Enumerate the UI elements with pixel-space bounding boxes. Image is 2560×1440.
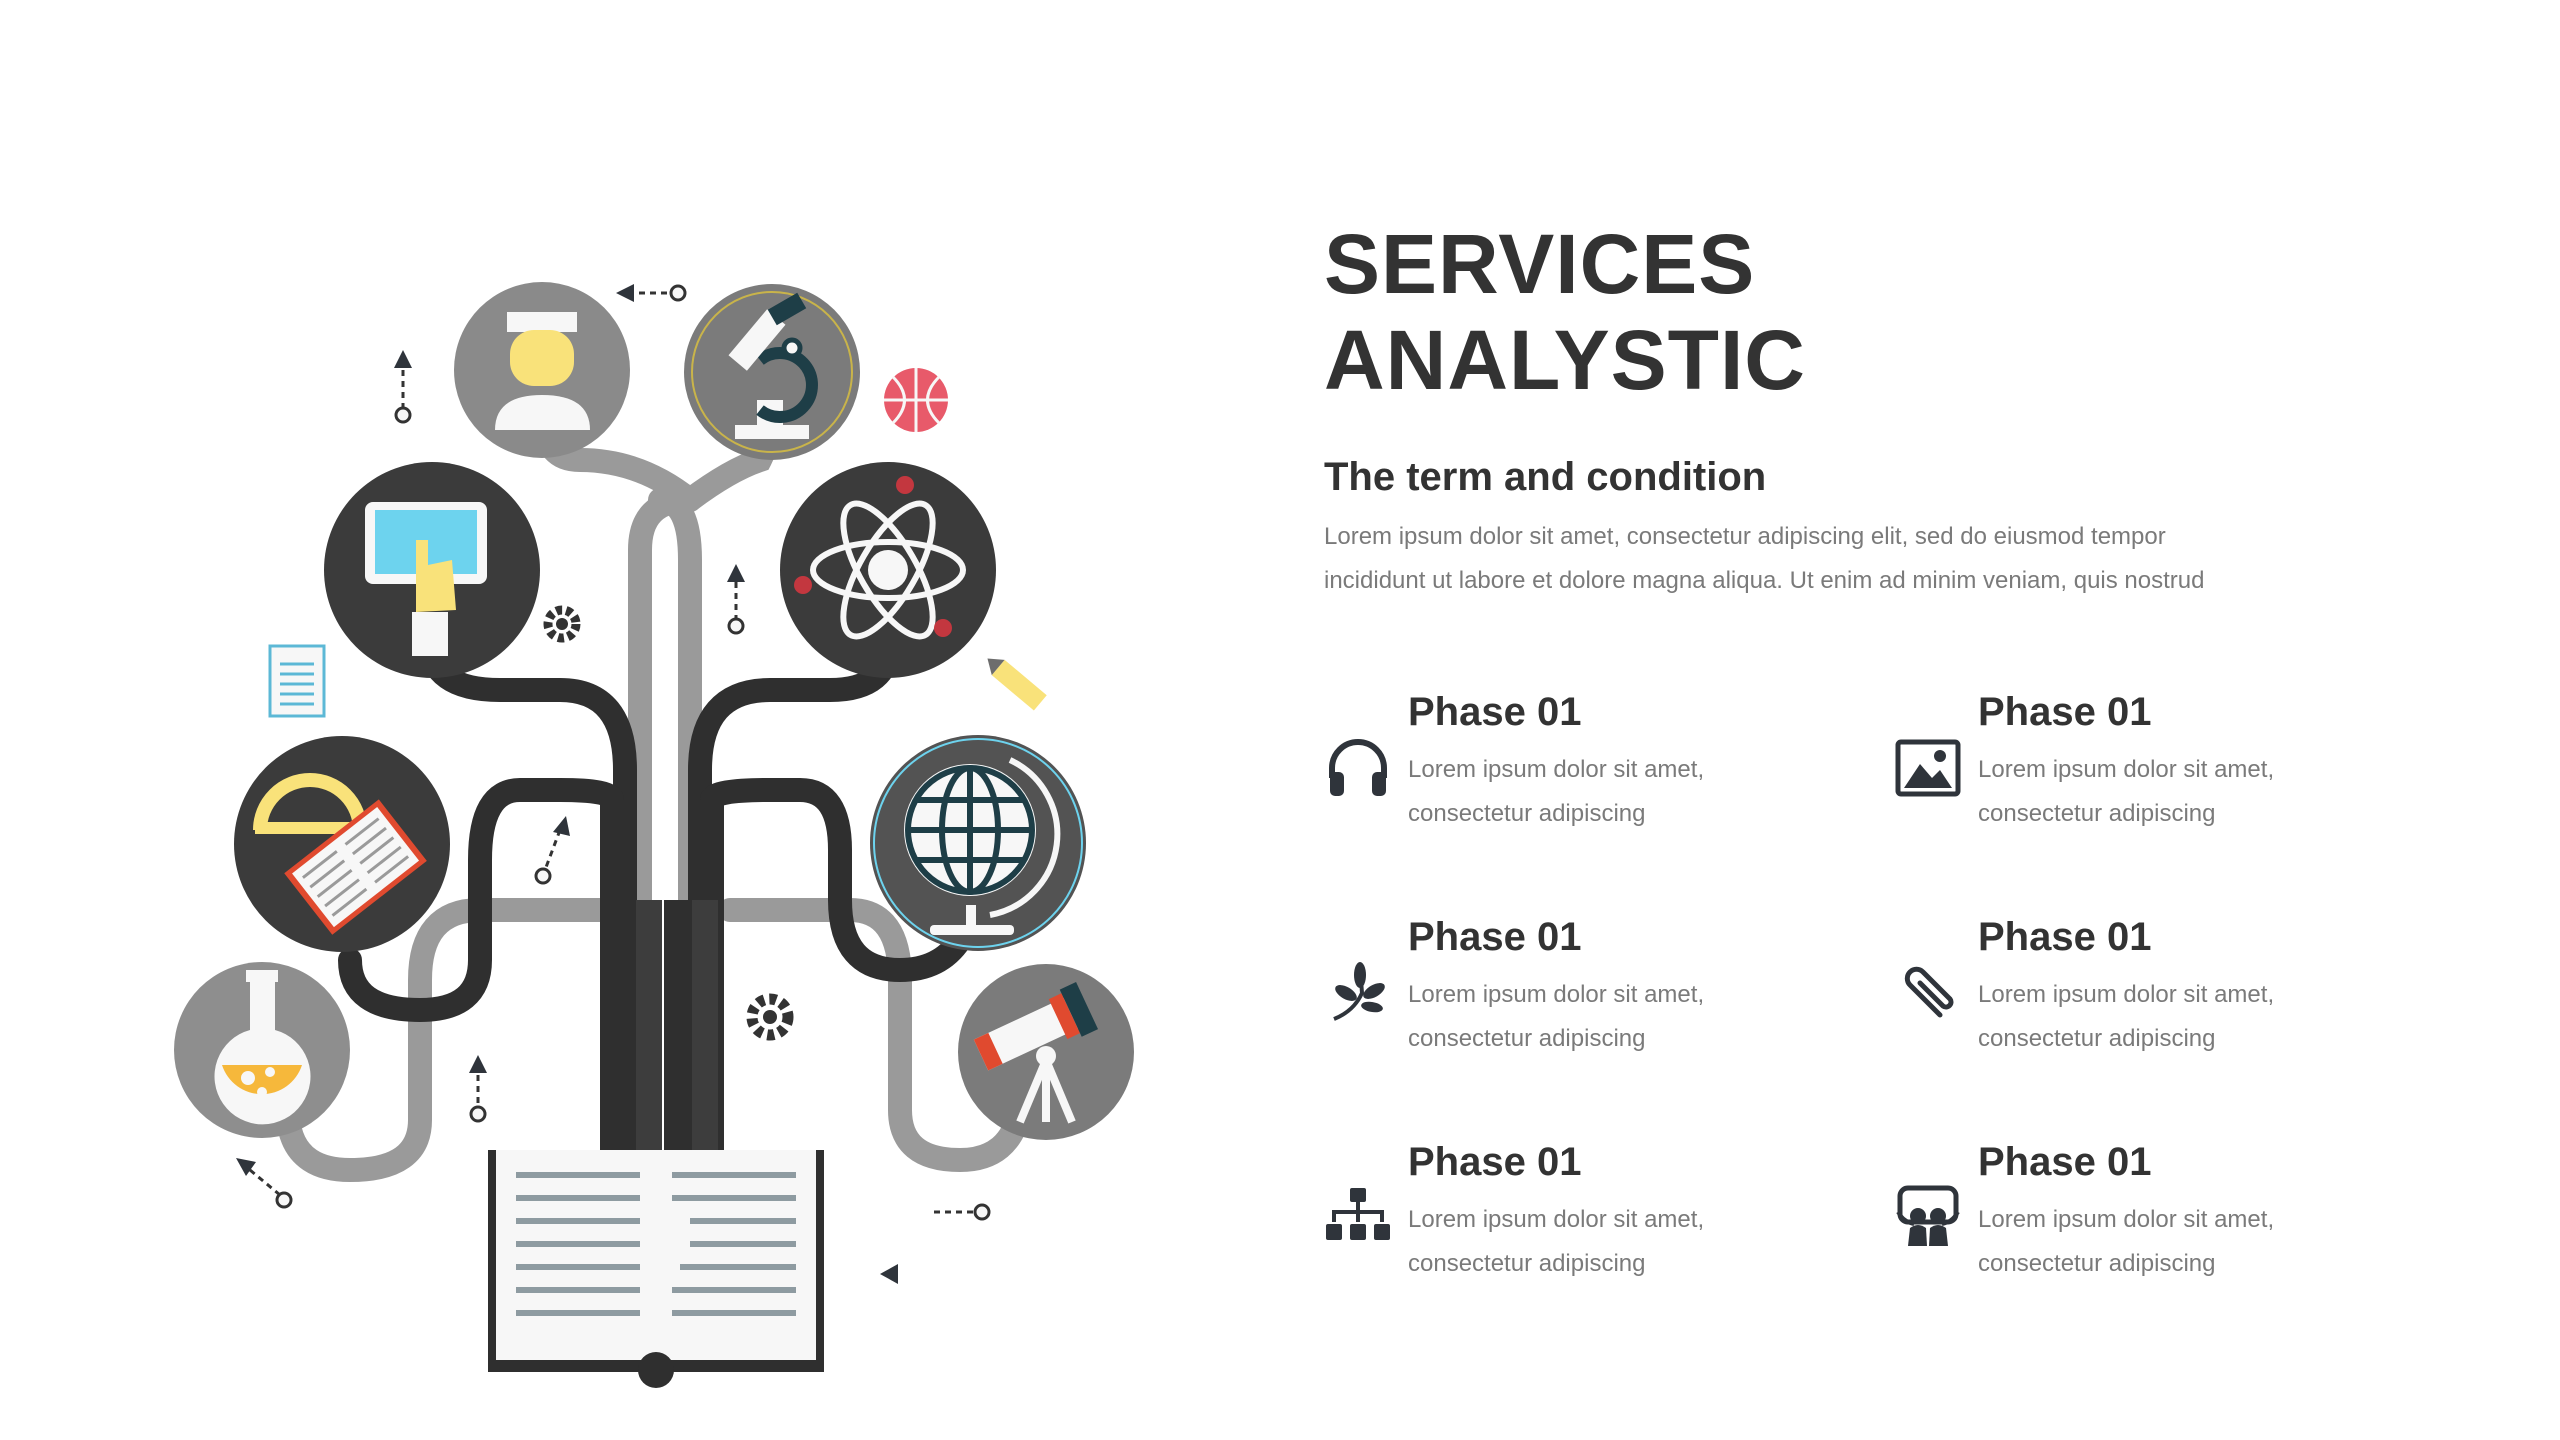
phase-title: Phase 01 <box>1408 915 1582 959</box>
phase-title: Phase 01 <box>1978 915 2152 959</box>
title-line2: ANALYSTIC <box>1324 313 1806 407</box>
phase-item-1: Phase 01 Lorem ipsum dolor sit amet, con… <box>1324 690 1884 840</box>
intro-paragraph: Lorem ipsum dolor sit amet, consectetur … <box>1324 515 2324 603</box>
tree-illustration <box>174 282 1134 1388</box>
branch-dark <box>338 778 624 1162</box>
gear-icon <box>543 605 581 643</box>
presenter-icon <box>1896 1185 1960 1246</box>
sitemap-icon <box>1326 1188 1390 1240</box>
small-pencil-icon <box>987 658 1047 711</box>
phase-desc-line2: consectetur adipiscing <box>1408 1250 1646 1277</box>
branch-light <box>278 898 612 1183</box>
intro-line1: Lorem ipsum dolor sit amet, consectetur … <box>1324 523 2166 550</box>
phase-description: Lorem ipsum dolor sit amet, consectetur … <box>1978 973 2438 1061</box>
paperclip-icon <box>1904 966 1954 1018</box>
leaf-icon <box>1333 962 1385 1021</box>
phase-desc-line2: consectetur adipiscing <box>1408 800 1646 827</box>
phase-title: Phase 01 <box>1408 1140 1582 1184</box>
branch-dark <box>700 778 972 1162</box>
globe-icon <box>870 735 1086 951</box>
headphones-icon <box>1329 739 1387 796</box>
phase-item-5: Phase 01 Lorem ipsum dolor sit amet, con… <box>1324 1140 1884 1290</box>
phase-desc-line2: consectetur adipiscing <box>1978 1025 2216 1052</box>
phase-title: Phase 01 <box>1408 690 1582 734</box>
phase-title: Phase 01 <box>1978 690 2152 734</box>
phase-desc-line1: Lorem ipsum dolor sit amet, <box>1978 756 2275 783</box>
phase-desc-line1: Lorem ipsum dolor sit amet, <box>1978 981 2275 1008</box>
phase-desc-line1: Lorem ipsum dolor sit amet, <box>1408 756 1705 783</box>
ruler-book-icon <box>234 736 450 952</box>
phase-desc-line1: Lorem ipsum dolor sit amet, <box>1408 1206 1705 1233</box>
phase-item-3: Phase 01 Lorem ipsum dolor sit amet, con… <box>1324 915 1884 1065</box>
page-title: SERVICES ANALYSTIC <box>1324 216 1806 408</box>
phase-description: Lorem ipsum dolor sit amet, consectetur … <box>1978 748 2438 836</box>
phase-title: Phase 01 <box>1978 1140 2152 1184</box>
phase-desc-line1: Lorem ipsum dolor sit amet, <box>1408 981 1705 1008</box>
document-icon <box>268 644 326 718</box>
intro-line2: incididunt ut labore et dolore magna ali… <box>1324 567 2205 594</box>
person-icon <box>454 282 630 458</box>
phase-item-2: Phase 01 Lorem ipsum dolor sit amet, con… <box>1894 690 2454 840</box>
section-subtitle: The term and condition <box>1324 455 1767 499</box>
open-book-icon <box>488 1150 824 1388</box>
basketball-icon <box>884 368 948 432</box>
branch-light <box>718 898 1032 1173</box>
flask-icon <box>174 962 350 1138</box>
phase-description: Lorem ipsum dolor sit amet, consectetur … <box>1408 1198 1868 1286</box>
branch-light <box>648 488 702 1162</box>
phase-item-6: Phase 01 Lorem ipsum dolor sit amet, con… <box>1894 1140 2454 1290</box>
gear-icon <box>746 993 794 1041</box>
phase-desc-line1: Lorem ipsum dolor sit amet, <box>1978 1206 2275 1233</box>
branch-dark <box>688 608 902 1162</box>
atom-icon <box>780 462 996 678</box>
phase-desc-line2: consectetur adipiscing <box>1978 1250 2216 1277</box>
phase-description: Lorem ipsum dolor sit amet, consectetur … <box>1408 748 1868 836</box>
phase-description: Lorem ipsum dolor sit amet, consectetur … <box>1978 1198 2438 1286</box>
phase-desc-line2: consectetur adipiscing <box>1408 1025 1646 1052</box>
title-line1: SERVICES <box>1324 217 1756 311</box>
branch-dark <box>418 608 637 1162</box>
phase-desc-line2: consectetur adipiscing <box>1978 800 2216 827</box>
tablet-touch-icon <box>324 462 540 678</box>
phase-item-4: Phase 01 Lorem ipsum dolor sit amet, con… <box>1894 915 2454 1065</box>
microscope-icon <box>684 284 860 460</box>
telescope-icon <box>958 964 1134 1140</box>
image-icon <box>1895 739 1961 797</box>
phase-description: Lorem ipsum dolor sit amet, consectetur … <box>1408 973 1868 1061</box>
